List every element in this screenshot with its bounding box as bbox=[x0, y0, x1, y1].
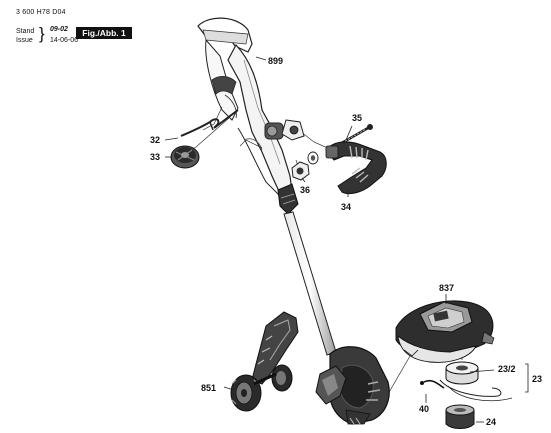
label-33: 33 bbox=[150, 152, 160, 162]
part-851-wheel-guide bbox=[230, 311, 299, 412]
label-24: 24 bbox=[486, 417, 496, 427]
brace-glyph: } bbox=[39, 24, 45, 43]
part-36-nut bbox=[291, 151, 319, 181]
part-34-aux-handle bbox=[325, 141, 387, 195]
label-23: 23 bbox=[532, 374, 542, 384]
label-851: 851 bbox=[201, 383, 216, 393]
label-837: 837 bbox=[439, 283, 454, 293]
stand-code: 09-02 bbox=[50, 26, 68, 33]
part-24-cap bbox=[445, 404, 475, 429]
figure-badge: Fig./Abb. 1 bbox=[76, 27, 132, 39]
handle-frame-899 bbox=[197, 17, 299, 215]
part-35-screw bbox=[339, 124, 373, 146]
label-899: 899 bbox=[268, 56, 283, 66]
handle-clamp bbox=[281, 119, 305, 141]
part-33-knob bbox=[170, 145, 200, 169]
part-40-spring bbox=[420, 379, 445, 389]
part-number: 3 600 H78 D04 bbox=[16, 9, 66, 16]
issue-label: Issue bbox=[16, 37, 33, 44]
part-837-guard bbox=[395, 300, 495, 363]
label-32: 32 bbox=[150, 135, 160, 145]
label-leaders bbox=[164, 56, 529, 423]
part-32-clip bbox=[180, 109, 239, 137]
motor-housing bbox=[315, 346, 390, 425]
label-40: 40 bbox=[419, 404, 429, 414]
label-36: 36 bbox=[300, 185, 310, 195]
stand-label: Stand bbox=[16, 28, 35, 35]
label-35: 35 bbox=[352, 113, 362, 123]
part-23-spool bbox=[439, 361, 513, 402]
label-23-2: 23/2 bbox=[498, 364, 516, 374]
issue-date: 14-06-06 bbox=[50, 37, 79, 44]
label-34: 34 bbox=[341, 202, 351, 212]
